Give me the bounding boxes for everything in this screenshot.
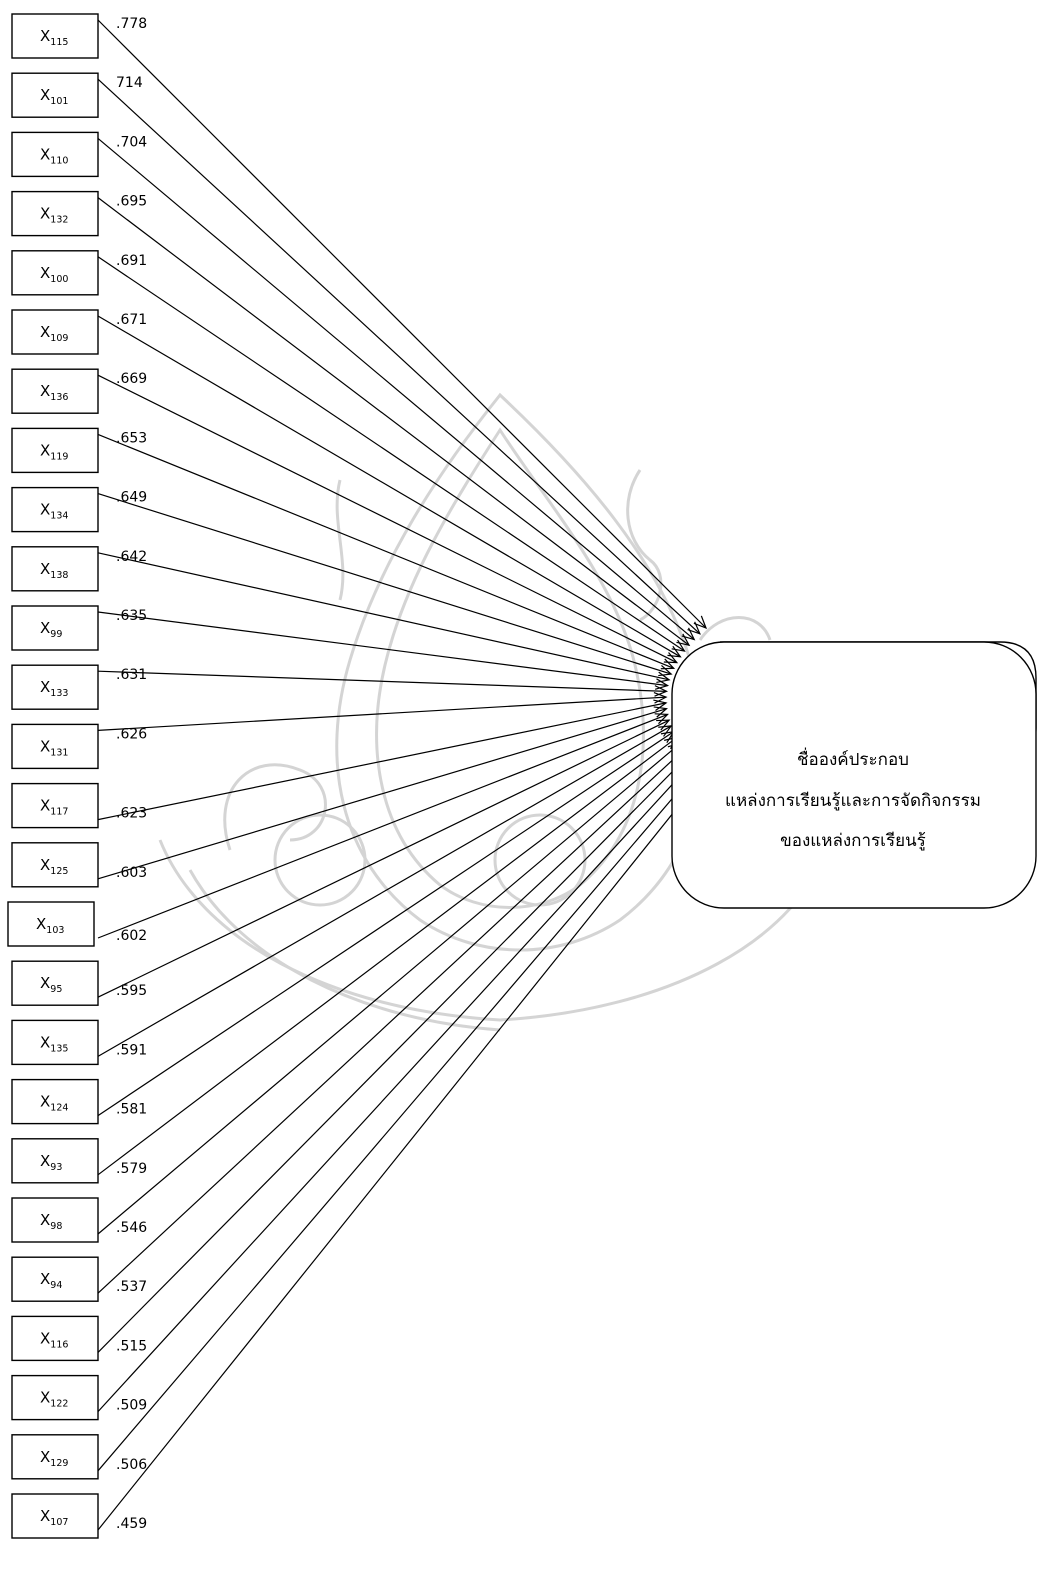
loading-label: .778: [116, 16, 147, 32]
target-line-2: แหล่งการเรียนรู้และการจัดกิจกรรม: [725, 791, 981, 811]
loading-label: .579: [116, 1161, 147, 1177]
loading-label: .591: [116, 1042, 147, 1058]
path-arrow: [97, 197, 690, 646]
arrow-head: [687, 621, 701, 635]
indicator-box: [11, 1374, 99, 1421]
indicator-box: [11, 486, 99, 533]
path-arrow: [97, 433, 674, 669]
loading-label: .691: [116, 253, 147, 269]
path-arrow: [97, 702, 667, 821]
path-arrow: [97, 754, 690, 1353]
loading-label: .509: [116, 1398, 147, 1414]
loading-label: .635: [116, 608, 147, 624]
path-arrow: [97, 315, 681, 658]
path-arrow: [97, 611, 668, 687]
path-arrow: [97, 78, 701, 635]
indicator-box: [11, 1315, 99, 1362]
path-arrow: [97, 760, 695, 1413]
path-arrow: [97, 696, 667, 731]
loading-label: .653: [116, 430, 147, 446]
indicator-box: [11, 1197, 99, 1243]
indicator-box: [11, 13, 99, 59]
indicator-box: [11, 960, 99, 1006]
loading-label: .695: [116, 194, 147, 210]
indicator-box: [11, 1078, 99, 1125]
path-arrow: [97, 19, 707, 629]
indicator-box: [7, 901, 95, 947]
loading-label: .546: [116, 1220, 147, 1236]
indicator-box: [11, 1019, 99, 1066]
loading-label: .649: [116, 490, 147, 506]
indicator-box: [11, 250, 99, 296]
loading-label: .631: [116, 667, 147, 683]
path-arrow: [97, 708, 667, 880]
loading-label: .623: [116, 806, 147, 822]
path-arrow: [97, 493, 672, 675]
path-arrow: [97, 748, 685, 1294]
indicator-box: [11, 1434, 99, 1480]
target-line-3: ของแหล่งการเรียนรู้: [780, 831, 926, 851]
loading-label: .515: [116, 1338, 147, 1354]
indicator-box: [11, 782, 99, 829]
indicator-box: [11, 72, 99, 118]
loading-label: .671: [116, 312, 147, 328]
indicator-box: [11, 190, 99, 237]
arrow-head: [681, 627, 696, 641]
indicator-box: [11, 131, 99, 178]
path-arrow: [97, 736, 678, 1176]
loading-label: .602: [116, 928, 147, 944]
loading-label: .669: [116, 371, 147, 387]
path-arrows: [97, 19, 708, 1531]
loading-label: .506: [116, 1457, 147, 1473]
loading-labels: .778 714 .704 .695 .691 .671 .669 .653 .649 .642.…: [116, 16, 147, 1532]
path-arrow: [97, 731, 675, 1117]
path-arrow: [97, 256, 685, 652]
loading-label: .537: [116, 1279, 147, 1295]
loading-label: .704: [116, 134, 147, 150]
path-arrow: [97, 742, 681, 1235]
loading-label: .459: [116, 1516, 147, 1532]
loading-label: .626: [116, 726, 147, 742]
indicator-box: [11, 368, 99, 414]
loading-label: .603: [116, 865, 147, 881]
indicator-box: [11, 1493, 99, 1539]
arrow-head: [671, 639, 686, 652]
indicator-boxes: X115X101X110X132X100X109X136X119X134X138…: [7, 13, 99, 1539]
indicator-box: [11, 723, 99, 770]
path-arrow: [97, 552, 670, 681]
path-arrow: [97, 670, 667, 692]
arrow-head: [676, 633, 691, 647]
arrow-head: [693, 615, 708, 630]
latent-factor-node: ชื่อองค์ประกอบ แหล่งการเรียนรู้และการจัด…: [671, 641, 1037, 909]
loading-label: .581: [116, 1102, 147, 1118]
path-arrow: [97, 725, 672, 1057]
path-arrow: [97, 713, 668, 939]
path-arrow: [97, 765, 701, 1472]
target-line-1: ชื่อองค์ประกอบ: [797, 747, 909, 770]
loading-label: 714: [116, 75, 143, 91]
path-arrow: [97, 374, 678, 664]
indicator-box: [11, 605, 99, 651]
loading-label: .642: [116, 549, 147, 565]
path-arrow: [97, 137, 695, 640]
loading-label: .595: [116, 983, 147, 999]
indicator-box: [11, 1138, 99, 1184]
indicator-box: [11, 427, 99, 474]
indicator-box: [11, 309, 99, 355]
indicator-box: [11, 664, 99, 710]
indicator-box: [11, 1256, 99, 1302]
path-arrow: [97, 719, 670, 998]
path-arrow: [97, 771, 707, 1531]
indicator-box: [11, 546, 99, 592]
indicator-box: [11, 842, 99, 888]
